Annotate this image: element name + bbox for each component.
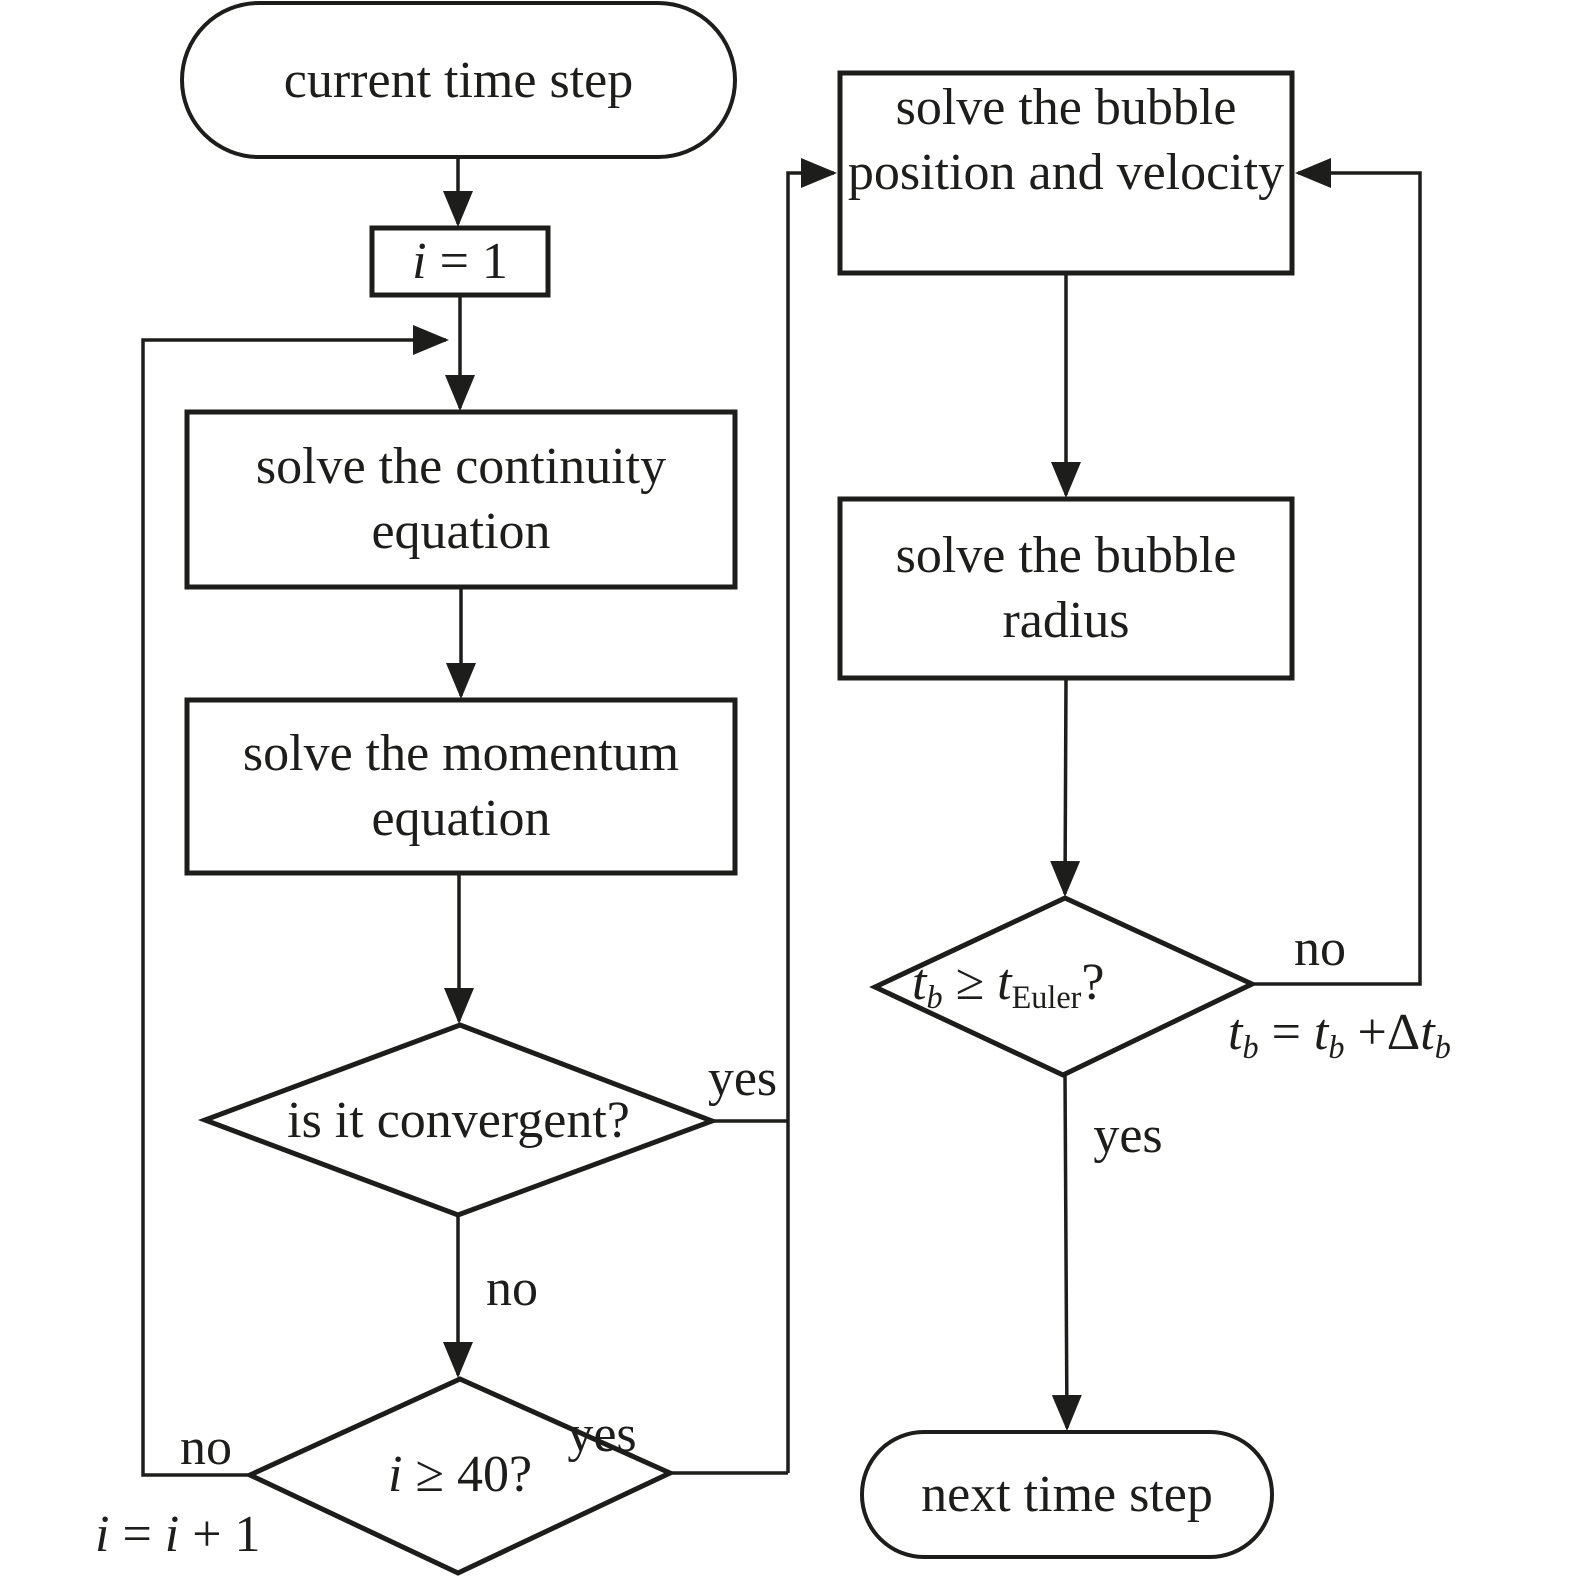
edge-label-bubble-time-update: tb = tb +Δtb: [1228, 1004, 1451, 1066]
edge-label-bubble-time-yes: yes: [1093, 1107, 1163, 1164]
edge-label-bubble-time-no: no: [1294, 920, 1346, 977]
decision-bubble-time: [869, 895, 1258, 1078]
terminator-next-time-step: [860, 1430, 1274, 1559]
decision-iteration: [244, 1376, 676, 1576]
label-convergent-check: is it convergent?: [287, 1092, 630, 1149]
edge-label-iteration-no: no: [180, 1419, 232, 1476]
process-bubble-position: [837, 70, 1295, 276]
label-momentum: solve the momentum equation: [242, 725, 680, 847]
process-bubble-radius: [837, 496, 1295, 681]
edge-time-check-no-loop: [1252, 158, 1422, 986]
label-bubble-radius: solve the bubble radius: [895, 527, 1237, 649]
terminator-current-time-step: [180, 1, 737, 159]
edge-loop-back-no: [141, 325, 449, 1477]
label-iteration-check: i ≥ 40?: [387, 1446, 533, 1503]
edge-label-convergent-yes: yes: [707, 1050, 778, 1107]
process-continuity: [184, 409, 738, 590]
edge-label-iteration-yes: yes: [567, 1406, 637, 1463]
edge-radius-to-time-check: [1050, 677, 1081, 897]
edge-yes-merge-to-bubble-position: [786, 158, 837, 1473]
label-init-iteration: i = 1: [412, 233, 508, 290]
decision-convergent: [197, 1022, 720, 1218]
process-momentum: [184, 697, 738, 876]
edge-label-increment: i = i + 1: [95, 1506, 261, 1563]
process-init-iteration: [369, 225, 551, 298]
label-next-time-step: next time step: [921, 1466, 1213, 1523]
edge-time-check-yes: [1051, 1074, 1082, 1431]
label-continuity: solve the continuity equation: [255, 438, 667, 560]
label-bubble-position: solve the bubble position and velocity: [847, 79, 1285, 201]
label-bubble-time-check: tb ≥ tEuler?: [912, 954, 1105, 1016]
label-current-time-step: current time step: [283, 52, 634, 109]
edge-label-convergent-no: no: [486, 1260, 538, 1317]
